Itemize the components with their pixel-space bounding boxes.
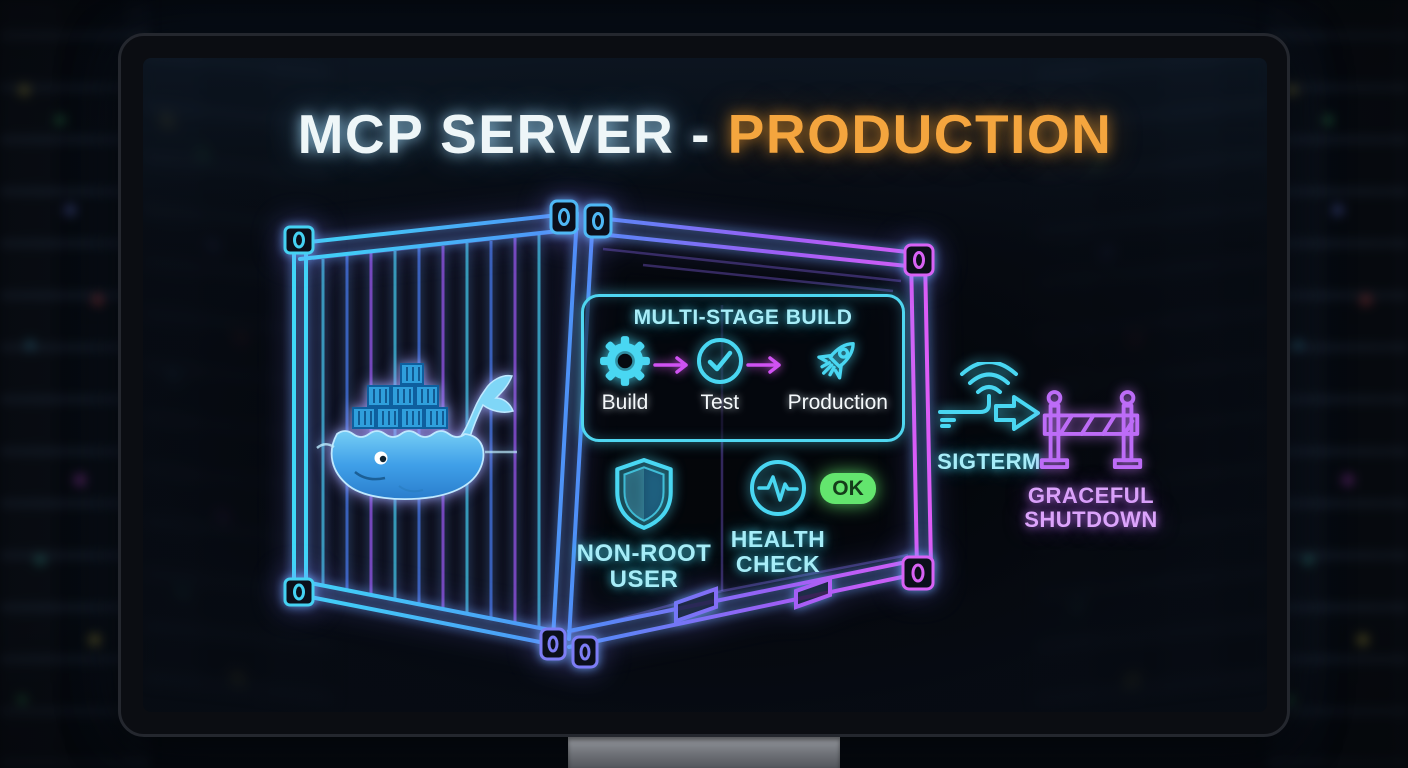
stage-label: Test (700, 391, 740, 414)
sigterm-label: SIGTERM (937, 449, 1041, 474)
title-main-text: MCP SERVER - (297, 103, 728, 165)
whale-pupil (379, 455, 387, 463)
whale-fin (398, 485, 424, 493)
whale-body (330, 430, 485, 500)
ok-status-badge: OK (820, 473, 876, 504)
health-check-label: HEALTH CHECK (730, 526, 826, 578)
stage-build: Build (598, 334, 652, 415)
whale-cargo-containers (352, 363, 448, 429)
health-check-block: HEALTH CHECK (727, 458, 829, 578)
flow-arrow-icon (746, 356, 781, 374)
non-root-line1: NON-ROOT (576, 540, 712, 567)
non-root-user-block: NON-ROOT USER (571, 456, 717, 594)
graceful-line2: SHUTDOWN (1024, 507, 1158, 533)
panel-title: MULTI-STAGE BUILD (633, 306, 853, 329)
container-frame (292, 211, 933, 649)
stage-production: Production (788, 334, 888, 415)
shield-icon (615, 458, 673, 530)
monitor-stand (568, 737, 840, 768)
sigterm-block: SIGTERM (931, 362, 1047, 474)
graceful-shutdown-label: GRACEFUL SHUTDOWN (1024, 483, 1158, 533)
graceful-line1: GRACEFUL (1027, 483, 1155, 508)
monitor-screen: MCP SERVER - PRODUCTION (143, 58, 1267, 712)
stage-label: Production (787, 391, 888, 414)
heartbeat-icon (750, 460, 806, 516)
title-highlight-text: PRODUCTION (727, 103, 1113, 165)
whale-tail (459, 374, 514, 442)
whale-mouth (354, 471, 386, 481)
non-root-line2: USER (609, 566, 679, 594)
stage-test: Test (695, 334, 745, 415)
multi-stage-build-panel: MULTI-STAGE BUILD (581, 294, 905, 442)
barrier-icon (1039, 390, 1143, 469)
non-root-user-label: NON-ROOT USER (576, 540, 712, 594)
graceful-shutdown-block: GRACEFUL SHUTDOWN (1023, 386, 1159, 532)
corner-castings (283, 199, 935, 669)
stage-label: Build (601, 391, 649, 414)
signal-arrow-icon (938, 362, 1040, 431)
health-line2: CHECK (735, 551, 821, 578)
container-ribs (321, 235, 541, 629)
page-title: MCP SERVER - PRODUCTION (143, 102, 1267, 166)
container-wireframe (283, 199, 935, 669)
docker-whale-icon (316, 363, 517, 500)
flow-arrow-icon (653, 356, 689, 374)
check-circle-icon (696, 338, 743, 384)
waterline-left (316, 443, 335, 449)
gear-icon (600, 336, 650, 386)
monitor-frame: MCP SERVER - PRODUCTION (118, 33, 1290, 737)
health-line1: HEALTH (730, 526, 826, 552)
rocket-icon (816, 341, 855, 380)
stage-row: Build Test (584, 330, 902, 415)
